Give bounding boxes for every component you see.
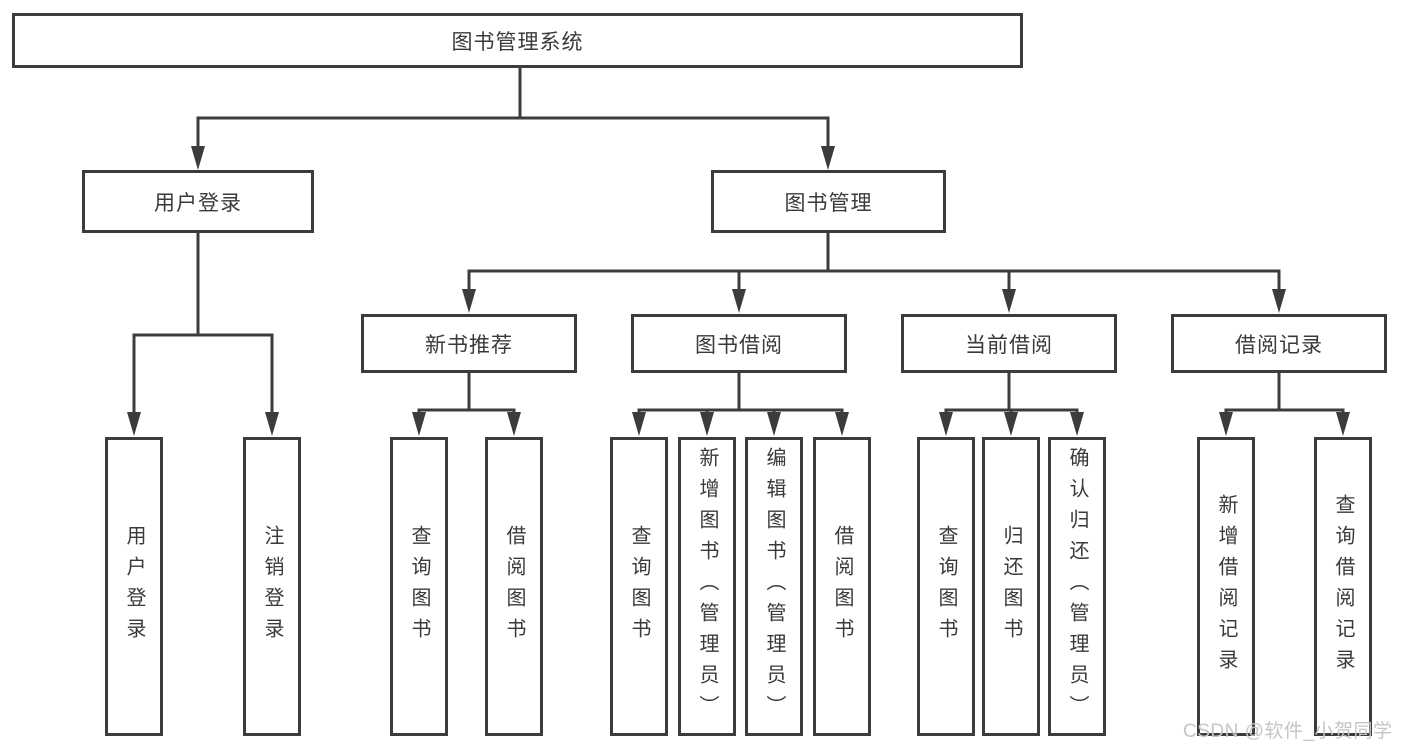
leaf-borrow-query-books: 查询图书: [610, 437, 668, 736]
connector-book-management-branch: [467, 233, 1281, 291]
leaf-current-query-books-label: 查询图书: [935, 524, 957, 649]
node-book-management: 图书管理: [711, 170, 946, 233]
leaf-recommend-borrow-books: 借阅图书: [485, 437, 543, 736]
leaf-borrow-edit-books: 编辑图书（管理员）: [745, 437, 803, 736]
node-new-book-recommend: 新书推荐: [361, 314, 577, 373]
connector-root-branch: [196, 68, 830, 148]
leaf-current-return-books-label: 归还图书: [1000, 524, 1022, 649]
leaf-borrow-add-books-label: 新增图书（管理员）: [696, 447, 718, 726]
watermark: CSDN @软件_小贺同学: [1183, 721, 1393, 742]
leaf-borrow-add-books: 新增图书（管理员）: [678, 437, 736, 736]
arrowhead-icon: [1219, 412, 1233, 436]
arrowhead-icon: [1272, 289, 1286, 313]
leaf-recommend-query-books-label: 查询图书: [408, 524, 430, 649]
node-book-management-label: 图书管理: [784, 191, 873, 215]
arrowhead-icon: [1070, 412, 1084, 436]
connector-current-borrow-branch: [944, 373, 1079, 414]
node-book-borrow-label: 图书借阅: [695, 333, 783, 357]
leaf-borrow-borrow-books: 借阅图书: [813, 437, 871, 736]
leaf-records-query-record-label: 查询借阅记录: [1332, 493, 1354, 680]
leaf-borrow-query-books-label: 查询图书: [628, 524, 650, 649]
leaf-recommend-borrow-books-label: 借阅图书: [503, 524, 525, 649]
leaf-user-login-label: 用户登录: [123, 524, 145, 649]
leaf-borrow-borrow-books-label: 借阅图书: [831, 524, 853, 649]
leaf-current-query-books: 查询图书: [917, 437, 975, 736]
node-new-book-recommend-label: 新书推荐: [425, 333, 513, 357]
connector-user-login-branch: [132, 233, 274, 413]
leaf-records-add-record-label: 新增借阅记录: [1215, 493, 1237, 680]
node-current-borrow-label: 当前借阅: [965, 333, 1053, 357]
node-current-borrow: 当前借阅: [901, 314, 1117, 373]
arrowhead-icon: [732, 289, 746, 313]
leaf-current-confirm-return-label: 确认归还（管理员）: [1066, 447, 1088, 726]
leaf-records-add-record: 新增借阅记录: [1197, 437, 1255, 736]
connector-book-borrow-branch: [637, 373, 844, 414]
arrowheads: [127, 146, 1350, 436]
arrowhead-icon: [632, 412, 646, 436]
connector-new-book-recommend-branch: [417, 373, 516, 414]
arrowhead-icon: [265, 412, 279, 436]
leaf-logout: 注销登录: [243, 437, 301, 736]
node-borrow-records: 借阅记录: [1171, 314, 1387, 373]
arrowhead-icon: [462, 289, 476, 313]
node-book-borrow: 图书借阅: [631, 314, 847, 373]
leaf-current-return-books: 归还图书: [982, 437, 1040, 736]
node-user-login-label: 用户登录: [154, 191, 242, 215]
node-user-login: 用户登录: [82, 170, 314, 233]
connector-borrow-records-branch: [1224, 373, 1345, 414]
arrowhead-icon: [939, 412, 953, 436]
arrowhead-icon: [835, 412, 849, 436]
arrowhead-icon: [1004, 412, 1018, 436]
arrowhead-icon: [1336, 412, 1350, 436]
arrowhead-icon: [821, 146, 835, 170]
leaf-current-confirm-return: 确认归还（管理员）: [1048, 437, 1106, 736]
arrowhead-icon: [700, 412, 714, 436]
leaf-user-login: 用户登录: [105, 437, 163, 736]
arrowhead-icon: [412, 412, 426, 436]
node-borrow-records-label: 借阅记录: [1235, 333, 1323, 357]
arrowhead-icon: [1002, 289, 1016, 313]
arrowhead-icon: [191, 146, 205, 170]
leaf-borrow-edit-books-label: 编辑图书（管理员）: [763, 447, 785, 726]
node-root: 图书管理系统: [12, 13, 1023, 68]
leaf-logout-label: 注销登录: [261, 524, 283, 649]
arrowhead-icon: [507, 412, 521, 436]
arrowhead-icon: [127, 412, 141, 436]
leaf-recommend-query-books: 查询图书: [390, 437, 448, 736]
arrowhead-icon: [767, 412, 781, 436]
node-root-label: 图书管理系统: [451, 30, 584, 54]
leaf-records-query-record: 查询借阅记录: [1314, 437, 1372, 736]
